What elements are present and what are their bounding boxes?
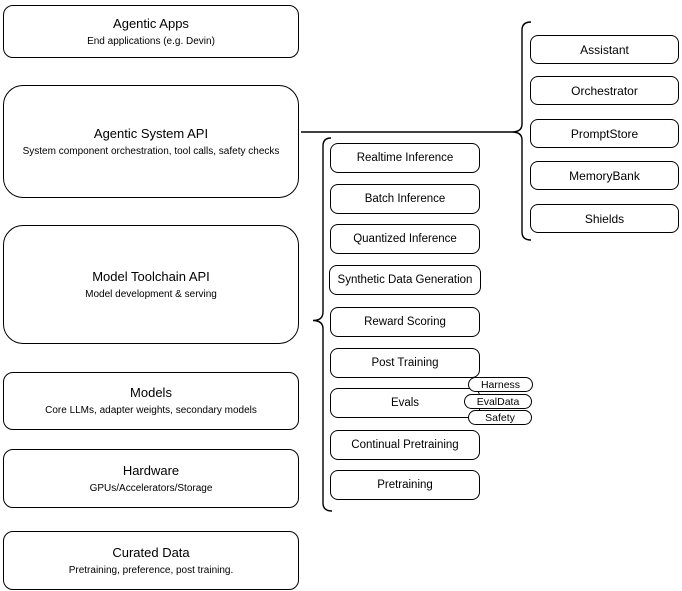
system-item-label: Shields [584, 211, 625, 226]
evals-tag-label: Safety [485, 411, 515, 424]
layer-model-toolchain-api: Model Toolchain API Model development & … [3, 225, 299, 344]
evals-tag-safety: Safety [468, 410, 532, 425]
layer-subtitle: End applications (e.g. Devin) [87, 35, 215, 47]
layer-title: Model Toolchain API [92, 268, 210, 284]
evals-tag-evaldata: EvalData [464, 394, 532, 409]
toolchain-item-batch-inference: Batch Inference [330, 184, 480, 214]
toolchain-item-post-training: Post Training [330, 348, 480, 378]
system-item-memorybank: MemoryBank [530, 161, 679, 190]
toolchain-item-synthetic-data-generation: Synthetic Data Generation [329, 265, 481, 295]
layer-agentic-system-api: Agentic System API System component orch… [3, 85, 299, 198]
toolchain-item-quantized-inference: Quantized Inference [330, 224, 480, 254]
toolchain-item-reward-scoring: Reward Scoring [330, 307, 480, 337]
system-group-brace [511, 21, 532, 241]
toolchain-item-label: Batch Inference [364, 193, 446, 205]
toolchain-item-pretraining: Pretraining [330, 470, 480, 500]
layer-agentic-apps: Agentic Apps End applications (e.g. Devi… [3, 5, 299, 58]
toolchain-item-label: Realtime Inference [356, 152, 454, 164]
layer-subtitle: GPUs/Accelerators/Storage [89, 482, 213, 494]
toolchain-item-label: Post Training [371, 357, 439, 369]
evals-tag-harness: Harness [468, 377, 533, 392]
layer-title: Models [130, 385, 172, 400]
layer-title: Agentic Apps [113, 15, 189, 31]
toolchain-item-label: Quantized Inference [353, 233, 457, 245]
system-item-label: Orchestrator [571, 83, 638, 98]
toolchain-item-continual-pretraining: Continual Pretraining [330, 430, 480, 460]
layer-subtitle: Model development & serving [85, 288, 217, 300]
toolchain-item-label: Evals [390, 397, 420, 409]
system-item-label: Assistant [580, 42, 629, 57]
toolchain-item-label: Pretraining [377, 479, 433, 491]
layer-hardware: Hardware GPUs/Accelerators/Storage [3, 449, 299, 508]
toolchain-item-label: Synthetic Data Generation [337, 274, 473, 286]
toolchain-item-evals: Evals [330, 388, 480, 418]
toolchain-item-label: Reward Scoring [364, 316, 446, 328]
layer-subtitle: System component orchestration, tool cal… [22, 145, 280, 157]
layer-title: Hardware [122, 462, 180, 478]
system-item-shields: Shields [530, 204, 679, 233]
layer-title: Curated Data [112, 544, 190, 560]
system-item-label: PromptStore [570, 126, 639, 141]
layer-curated-data: Curated Data Pretraining, preference, po… [3, 531, 299, 590]
layer-models: Models Core LLMs, adapter weights, secon… [3, 372, 299, 430]
layer-subtitle: Core LLMs, adapter weights, secondary mo… [45, 405, 257, 416]
evals-tag-label: Harness [480, 378, 521, 391]
layer-subtitle: Pretraining, preference, post training. [68, 564, 234, 576]
toolchain-item-label: Continual Pretraining [351, 439, 459, 451]
evals-tag-label: EvalData [476, 395, 520, 408]
system-item-orchestrator: Orchestrator [530, 76, 679, 105]
system-item-promptstore: PromptStore [530, 119, 679, 148]
system-item-label: MemoryBank [569, 168, 640, 183]
system-item-assistant: Assistant [530, 35, 679, 64]
toolchain-item-realtime-inference: Realtime Inference [330, 143, 480, 173]
layer-title: Agentic System API [93, 125, 209, 141]
